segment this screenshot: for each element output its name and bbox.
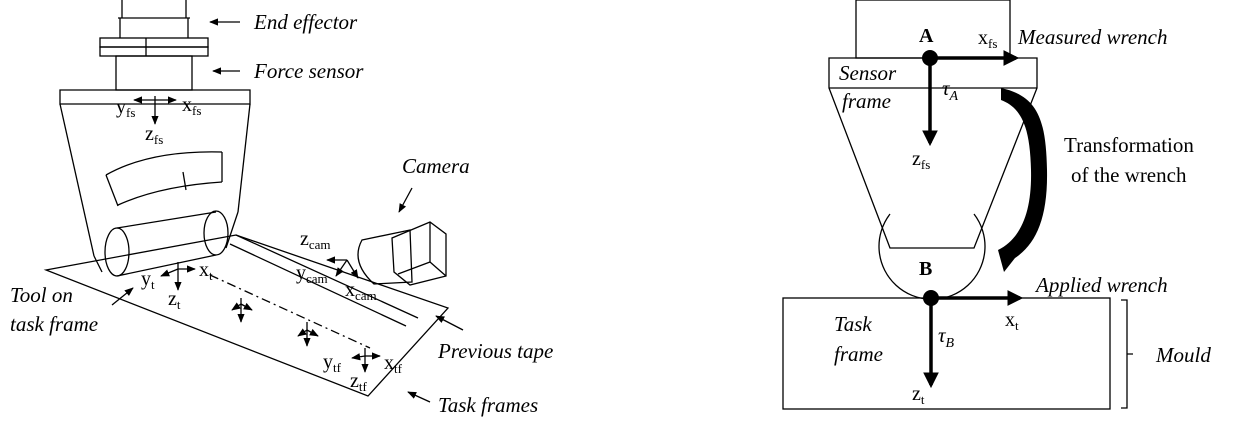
tau-a-label: τA bbox=[942, 76, 959, 104]
x-fs-right-label: xfs bbox=[978, 27, 997, 51]
measured-wrench-label: Measured wrench bbox=[1017, 25, 1168, 49]
z-fs-right-label: zfs bbox=[912, 148, 930, 172]
tool-frame-axes bbox=[160, 262, 196, 291]
point-b-label: B bbox=[919, 258, 932, 280]
previous-tape-label: Previous tape bbox=[437, 339, 553, 363]
pointer-arrows bbox=[111, 18, 464, 403]
z-t-right-label: zt bbox=[912, 383, 925, 407]
z-tf-label: ztf bbox=[350, 370, 368, 394]
end-effector-drawing bbox=[99, 0, 209, 91]
tool-task-frame-label-line1: Tool on bbox=[10, 283, 73, 307]
task-frame-label-line2: frame bbox=[834, 342, 883, 366]
sensor-frame-label-line1: Sensor bbox=[839, 61, 897, 85]
mould-label: Mould bbox=[1155, 343, 1211, 367]
sensor-frame-label-line2: frame bbox=[842, 89, 891, 113]
fs-axes bbox=[133, 96, 177, 125]
tool-task-frame-label-line2: task frame bbox=[10, 312, 98, 336]
transformation-arrow bbox=[998, 88, 1048, 272]
y-tf-label: ytf bbox=[323, 351, 342, 375]
x-tf-label: xtf bbox=[384, 352, 403, 376]
roller bbox=[104, 210, 229, 277]
z-fs-label: zfs bbox=[145, 123, 163, 147]
mould-surface bbox=[43, 234, 450, 397]
mould-bracket bbox=[1121, 299, 1133, 409]
x-cam-label: xcam bbox=[345, 279, 377, 303]
x-t-label: xt bbox=[199, 259, 213, 283]
sensor-frame-axes bbox=[922, 50, 1020, 147]
camera-drawing bbox=[357, 221, 447, 286]
camera-label: Camera bbox=[402, 154, 470, 178]
x-fs-label: xfs bbox=[182, 94, 201, 118]
task-frame-axes bbox=[923, 290, 1024, 389]
gripper-body bbox=[59, 89, 251, 273]
end-effector-label: End effector bbox=[253, 10, 358, 34]
task-frames-label: Task frames bbox=[438, 393, 538, 417]
point-a-label: A bbox=[919, 25, 934, 47]
transformation-label-line1: Transformation bbox=[1064, 133, 1194, 157]
z-cam-label: zcam bbox=[300, 228, 331, 252]
transformation-label-line2: of the wrench bbox=[1071, 163, 1187, 187]
x-t-right-label: xt bbox=[1005, 309, 1019, 333]
z-t-label: zt bbox=[168, 288, 181, 312]
y-cam-label: ycam bbox=[296, 262, 328, 286]
task-frame-markers bbox=[231, 298, 381, 373]
task-frame-box bbox=[782, 297, 1111, 410]
camera-axes bbox=[326, 256, 359, 279]
y-t-label: yt bbox=[141, 268, 155, 292]
applied-wrench-label: Applied wrench bbox=[1034, 273, 1168, 297]
tau-b-label: τB bbox=[938, 323, 955, 351]
right-panel: A B Sensor frame τA τB xfs Measured wren… bbox=[782, 0, 1211, 410]
force-sensor-label: Force sensor bbox=[253, 59, 364, 83]
task-frame-label-line1: Task bbox=[834, 312, 872, 336]
ball-joint bbox=[878, 213, 986, 300]
y-fs-label: yfs bbox=[116, 96, 135, 120]
left-panel: End effector Force sensor Camera Tool on… bbox=[10, 0, 553, 417]
